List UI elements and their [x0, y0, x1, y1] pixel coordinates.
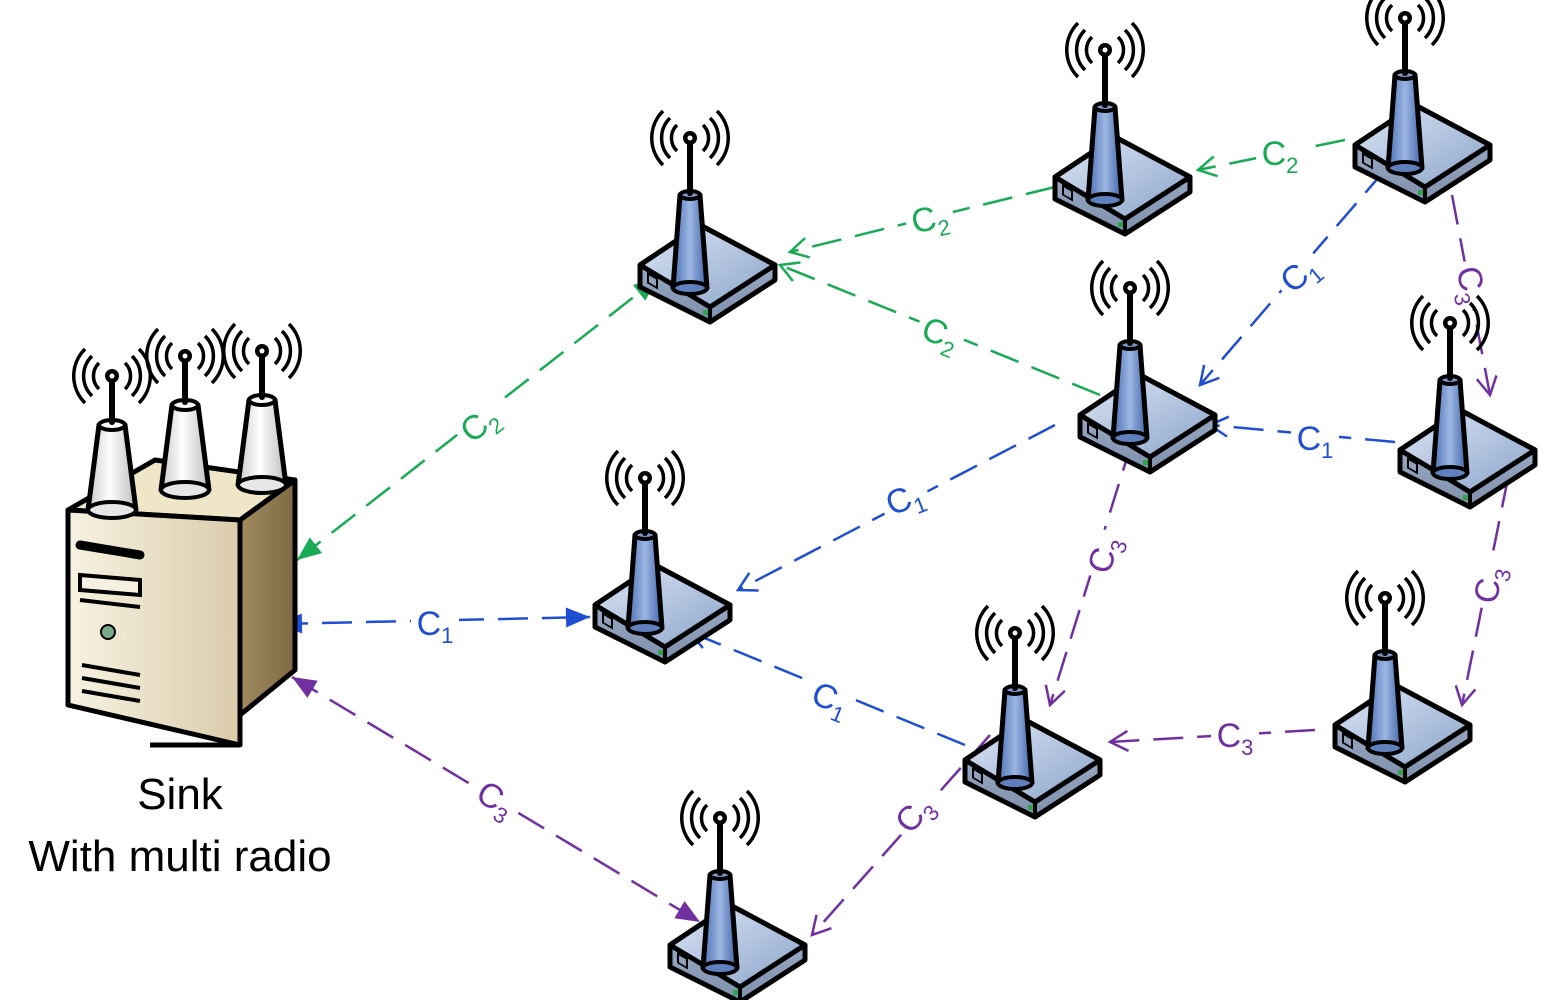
link-label-text: C3: [1080, 531, 1132, 579]
link-label: C3: [1211, 715, 1259, 760]
arrowhead: [1475, 375, 1498, 398]
arrowhead: [1454, 684, 1477, 708]
link-label: C3: [466, 768, 527, 829]
arrowhead: [787, 237, 811, 259]
link-label: C3: [1449, 256, 1497, 312]
arrowhead: [1195, 155, 1219, 178]
link-h-d: C1: [687, 628, 966, 747]
link-sink-d: C1: [277, 603, 591, 648]
arrowhead: [735, 572, 759, 592]
arrowhead: [777, 261, 801, 282]
link-line: [779, 263, 1101, 397]
link-line: [811, 734, 991, 936]
arrowhead: [297, 537, 323, 560]
link-b-a: C2: [787, 185, 1056, 259]
arrowhead: [292, 677, 318, 698]
sink-title: Sink: [137, 770, 223, 819]
router-h: [965, 606, 1100, 817]
sink-server: [65, 324, 301, 748]
link-label: C2: [911, 305, 971, 363]
link-label: C3: [882, 782, 944, 844]
link-e-d: C1: [735, 423, 1056, 592]
routers-layer: [595, 0, 1535, 1000]
link-label: C1: [411, 603, 459, 648]
link-label: C1: [1267, 242, 1329, 303]
link-label: C2: [447, 392, 509, 453]
arrowhead: [674, 901, 700, 922]
link-c-b: C2: [1195, 133, 1346, 178]
link-label-text: C3: [1217, 717, 1254, 760]
link-i-h: C3: [1107, 715, 1316, 760]
link-f-i: C3: [1454, 477, 1516, 708]
router-c: [1355, 0, 1490, 202]
link-f-e: C1: [1207, 415, 1396, 463]
link-label: C2: [1256, 133, 1304, 178]
arrowhead: [1107, 729, 1130, 753]
router-i: [1335, 571, 1470, 782]
link-label: C1: [801, 670, 861, 728]
arrowhead: [1198, 364, 1220, 387]
sink-antenna-3: [224, 324, 301, 493]
link-label-text: C1: [1297, 420, 1334, 463]
router-f: [1400, 296, 1535, 507]
link-label: C3: [1076, 525, 1133, 583]
link-sink-a: C2: [296, 277, 659, 561]
sink-subtitle: With multi radio: [28, 832, 332, 881]
link-e-a: C2: [777, 261, 1101, 397]
link-label: C3: [1463, 556, 1516, 612]
link-label: C1: [874, 470, 934, 524]
router-e: [1080, 261, 1215, 472]
router-b: [1055, 23, 1190, 234]
link-label: C2: [901, 193, 957, 241]
arrowhead: [810, 914, 832, 937]
arrowhead: [1044, 684, 1066, 708]
router-d: [595, 451, 730, 662]
link-c-e: C1: [1198, 169, 1386, 387]
link-line: [1197, 138, 1346, 172]
router-a: [640, 111, 775, 322]
arrowhead: [565, 607, 590, 628]
link-label-text: C1: [417, 605, 454, 648]
link-label-text: C2: [1262, 135, 1299, 178]
link-label: C1: [1291, 418, 1339, 463]
link-c-f: C3: [1449, 194, 1498, 398]
router-j: [670, 791, 805, 1000]
